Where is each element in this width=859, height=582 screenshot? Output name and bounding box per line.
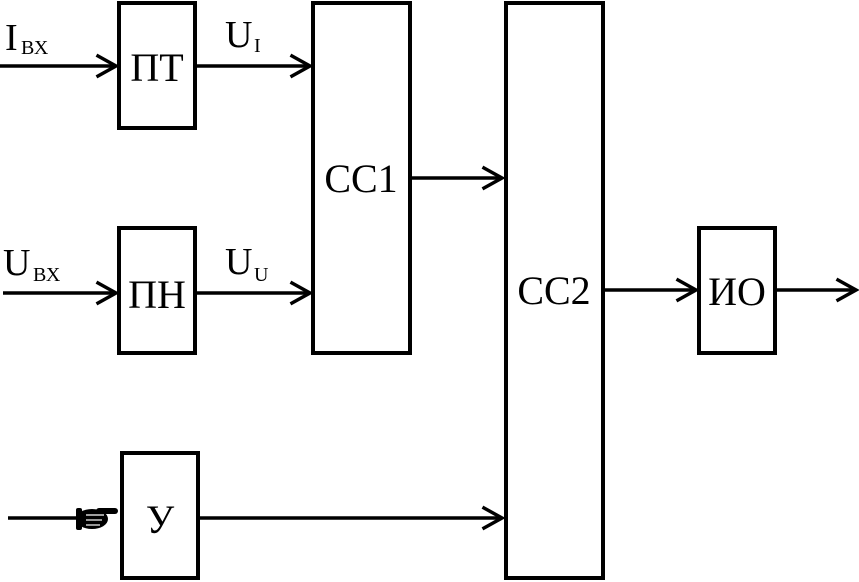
arrow-pn-cc1 bbox=[289, 280, 314, 306]
signal-u-in-main: U bbox=[3, 242, 30, 284]
arrow-u-in bbox=[95, 280, 120, 306]
arrow-u-cc2 bbox=[481, 505, 506, 531]
block-pt: ПТ bbox=[117, 1, 197, 130]
block-pt-label: ПТ bbox=[130, 45, 183, 90]
block-cc2: СС2 bbox=[504, 1, 605, 580]
arrow-io-out bbox=[835, 277, 859, 303]
block-u-label: У bbox=[146, 497, 175, 542]
block-pn: ПН bbox=[117, 226, 197, 355]
arrow-cc1-cc2 bbox=[481, 165, 506, 191]
signal-u-i: U I bbox=[225, 14, 261, 57]
signal-u-u: U U bbox=[225, 241, 269, 286]
signal-u-in: U ВХ bbox=[3, 242, 61, 286]
block-u: У bbox=[120, 451, 200, 580]
block-cc1: СС1 bbox=[311, 1, 412, 355]
block-cc1-label: СС1 bbox=[324, 156, 397, 201]
signal-u-i-main: U bbox=[225, 14, 252, 56]
block-io-label: ИО bbox=[708, 269, 766, 314]
block-pn-label: ПН bbox=[128, 272, 186, 317]
signal-i-in: I ВХ bbox=[5, 17, 49, 59]
arrow-pt-cc1 bbox=[289, 53, 314, 79]
signal-u-u-sub: U bbox=[254, 264, 269, 286]
pointing-hand-icon bbox=[76, 508, 118, 530]
block-io: ИО bbox=[697, 226, 777, 355]
signal-i-in-sub: ВХ bbox=[21, 37, 49, 59]
signal-u-i-sub: I bbox=[254, 35, 261, 57]
signal-i-in-main: I bbox=[5, 17, 18, 59]
signal-u-in-sub: ВХ bbox=[33, 264, 61, 286]
arrow-i-in bbox=[95, 53, 120, 79]
signal-u-u-main: U bbox=[225, 241, 252, 283]
arrow-cc2-io bbox=[675, 277, 700, 303]
block-cc2-label: СС2 bbox=[517, 268, 590, 313]
